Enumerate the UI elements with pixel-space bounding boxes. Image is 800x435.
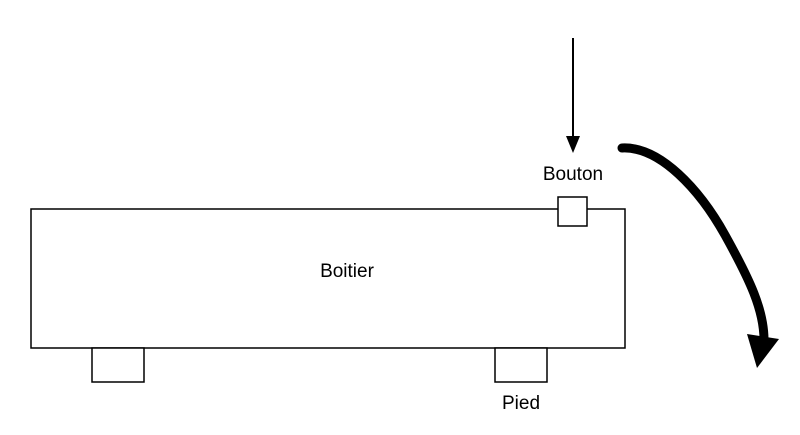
pied-right-box bbox=[494, 347, 548, 383]
arrow-down-icon bbox=[566, 38, 580, 153]
pied-label: Pied bbox=[502, 393, 540, 414]
bouton-label: Bouton bbox=[543, 164, 603, 185]
boitier-label: Boitier bbox=[320, 261, 375, 282]
bouton-box bbox=[557, 196, 588, 227]
boitier-box bbox=[30, 208, 626, 349]
pied-left-box bbox=[91, 347, 145, 383]
curved-arrow-icon bbox=[617, 143, 779, 368]
